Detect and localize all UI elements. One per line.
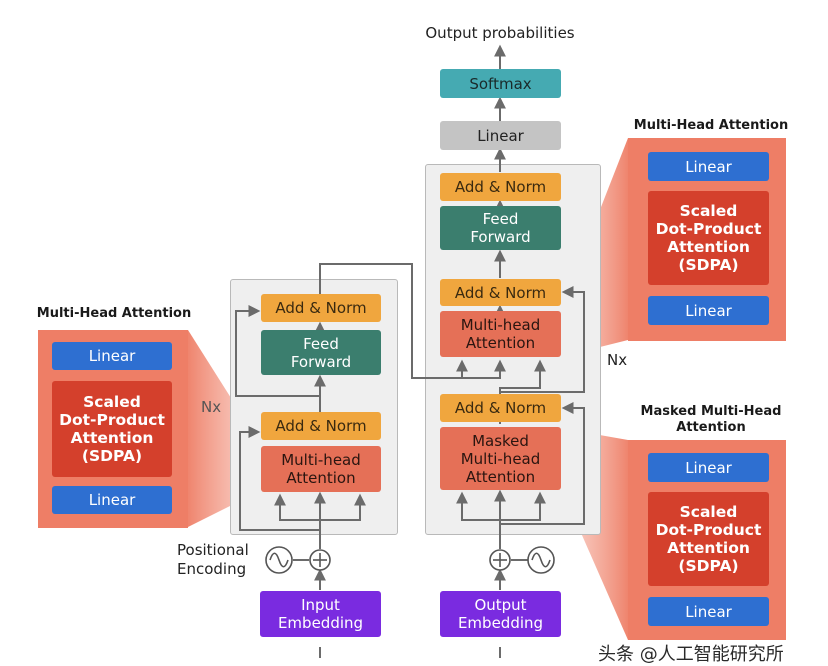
encoder-sine-icon	[265, 546, 293, 574]
softmax-box: Softmax	[440, 69, 561, 98]
left-panel-title: Multi-Head Attention	[36, 306, 192, 321]
input-embedding-box: Input Embedding	[260, 591, 381, 637]
left-panel-sdpa: Scaled Dot-Product Attention (SDPA)	[52, 381, 172, 477]
right-bottom-panel-linear-bottom: Linear	[648, 597, 769, 626]
right-bottom-panel-sdpa: Scaled Dot-Product Attention (SDPA)	[648, 492, 769, 586]
decoder-add-norm-top: Add & Norm	[440, 173, 561, 201]
right-bottom-panel-linear-top: Linear	[648, 453, 769, 482]
decoder-sum-node	[489, 549, 511, 571]
watermark-text: 头条 @人工智能研究所	[598, 644, 784, 665]
positional-encoding-label: Positional Encoding	[177, 541, 249, 578]
decoder-add-norm-bottom: Add & Norm	[440, 394, 561, 422]
right-top-panel-title: Multi-Head Attention	[633, 118, 789, 133]
top-linear-box: Linear	[440, 121, 561, 150]
decoder-feed-forward: Feed Forward	[440, 206, 561, 250]
encoder-add-norm-bottom: Add & Norm	[261, 412, 381, 440]
right-bottom-panel-title: Masked Multi-Head Attention	[640, 404, 782, 435]
decoder-sine-icon	[527, 546, 555, 574]
left-panel-linear-top: Linear	[52, 342, 172, 370]
encoder-add-norm-top: Add & Norm	[261, 294, 381, 322]
right-top-panel-linear-bottom: Linear	[648, 296, 769, 325]
encoder-sum-node	[309, 549, 331, 571]
right-top-panel-sdpa: Scaled Dot-Product Attention (SDPA)	[648, 191, 769, 285]
right-top-panel-linear-top: Linear	[648, 152, 769, 181]
decoder-add-norm-mid: Add & Norm	[440, 279, 561, 306]
encoder-feed-forward: Feed Forward	[261, 330, 381, 375]
decoder-nx-label: Nx	[607, 351, 628, 369]
left-panel-linear-bottom: Linear	[52, 486, 172, 514]
decoder-masked-multi-head-attention: Masked Multi-head Attention	[440, 427, 561, 490]
output-embedding-box: Output Embedding	[440, 591, 561, 637]
decoder-multi-head-attention: Multi-head Attention	[440, 311, 561, 357]
encoder-multi-head-attention: Multi-head Attention	[261, 446, 381, 492]
encoder-nx-label: Nx	[201, 398, 222, 416]
output-probabilities-label: Output probabilities	[425, 24, 575, 42]
